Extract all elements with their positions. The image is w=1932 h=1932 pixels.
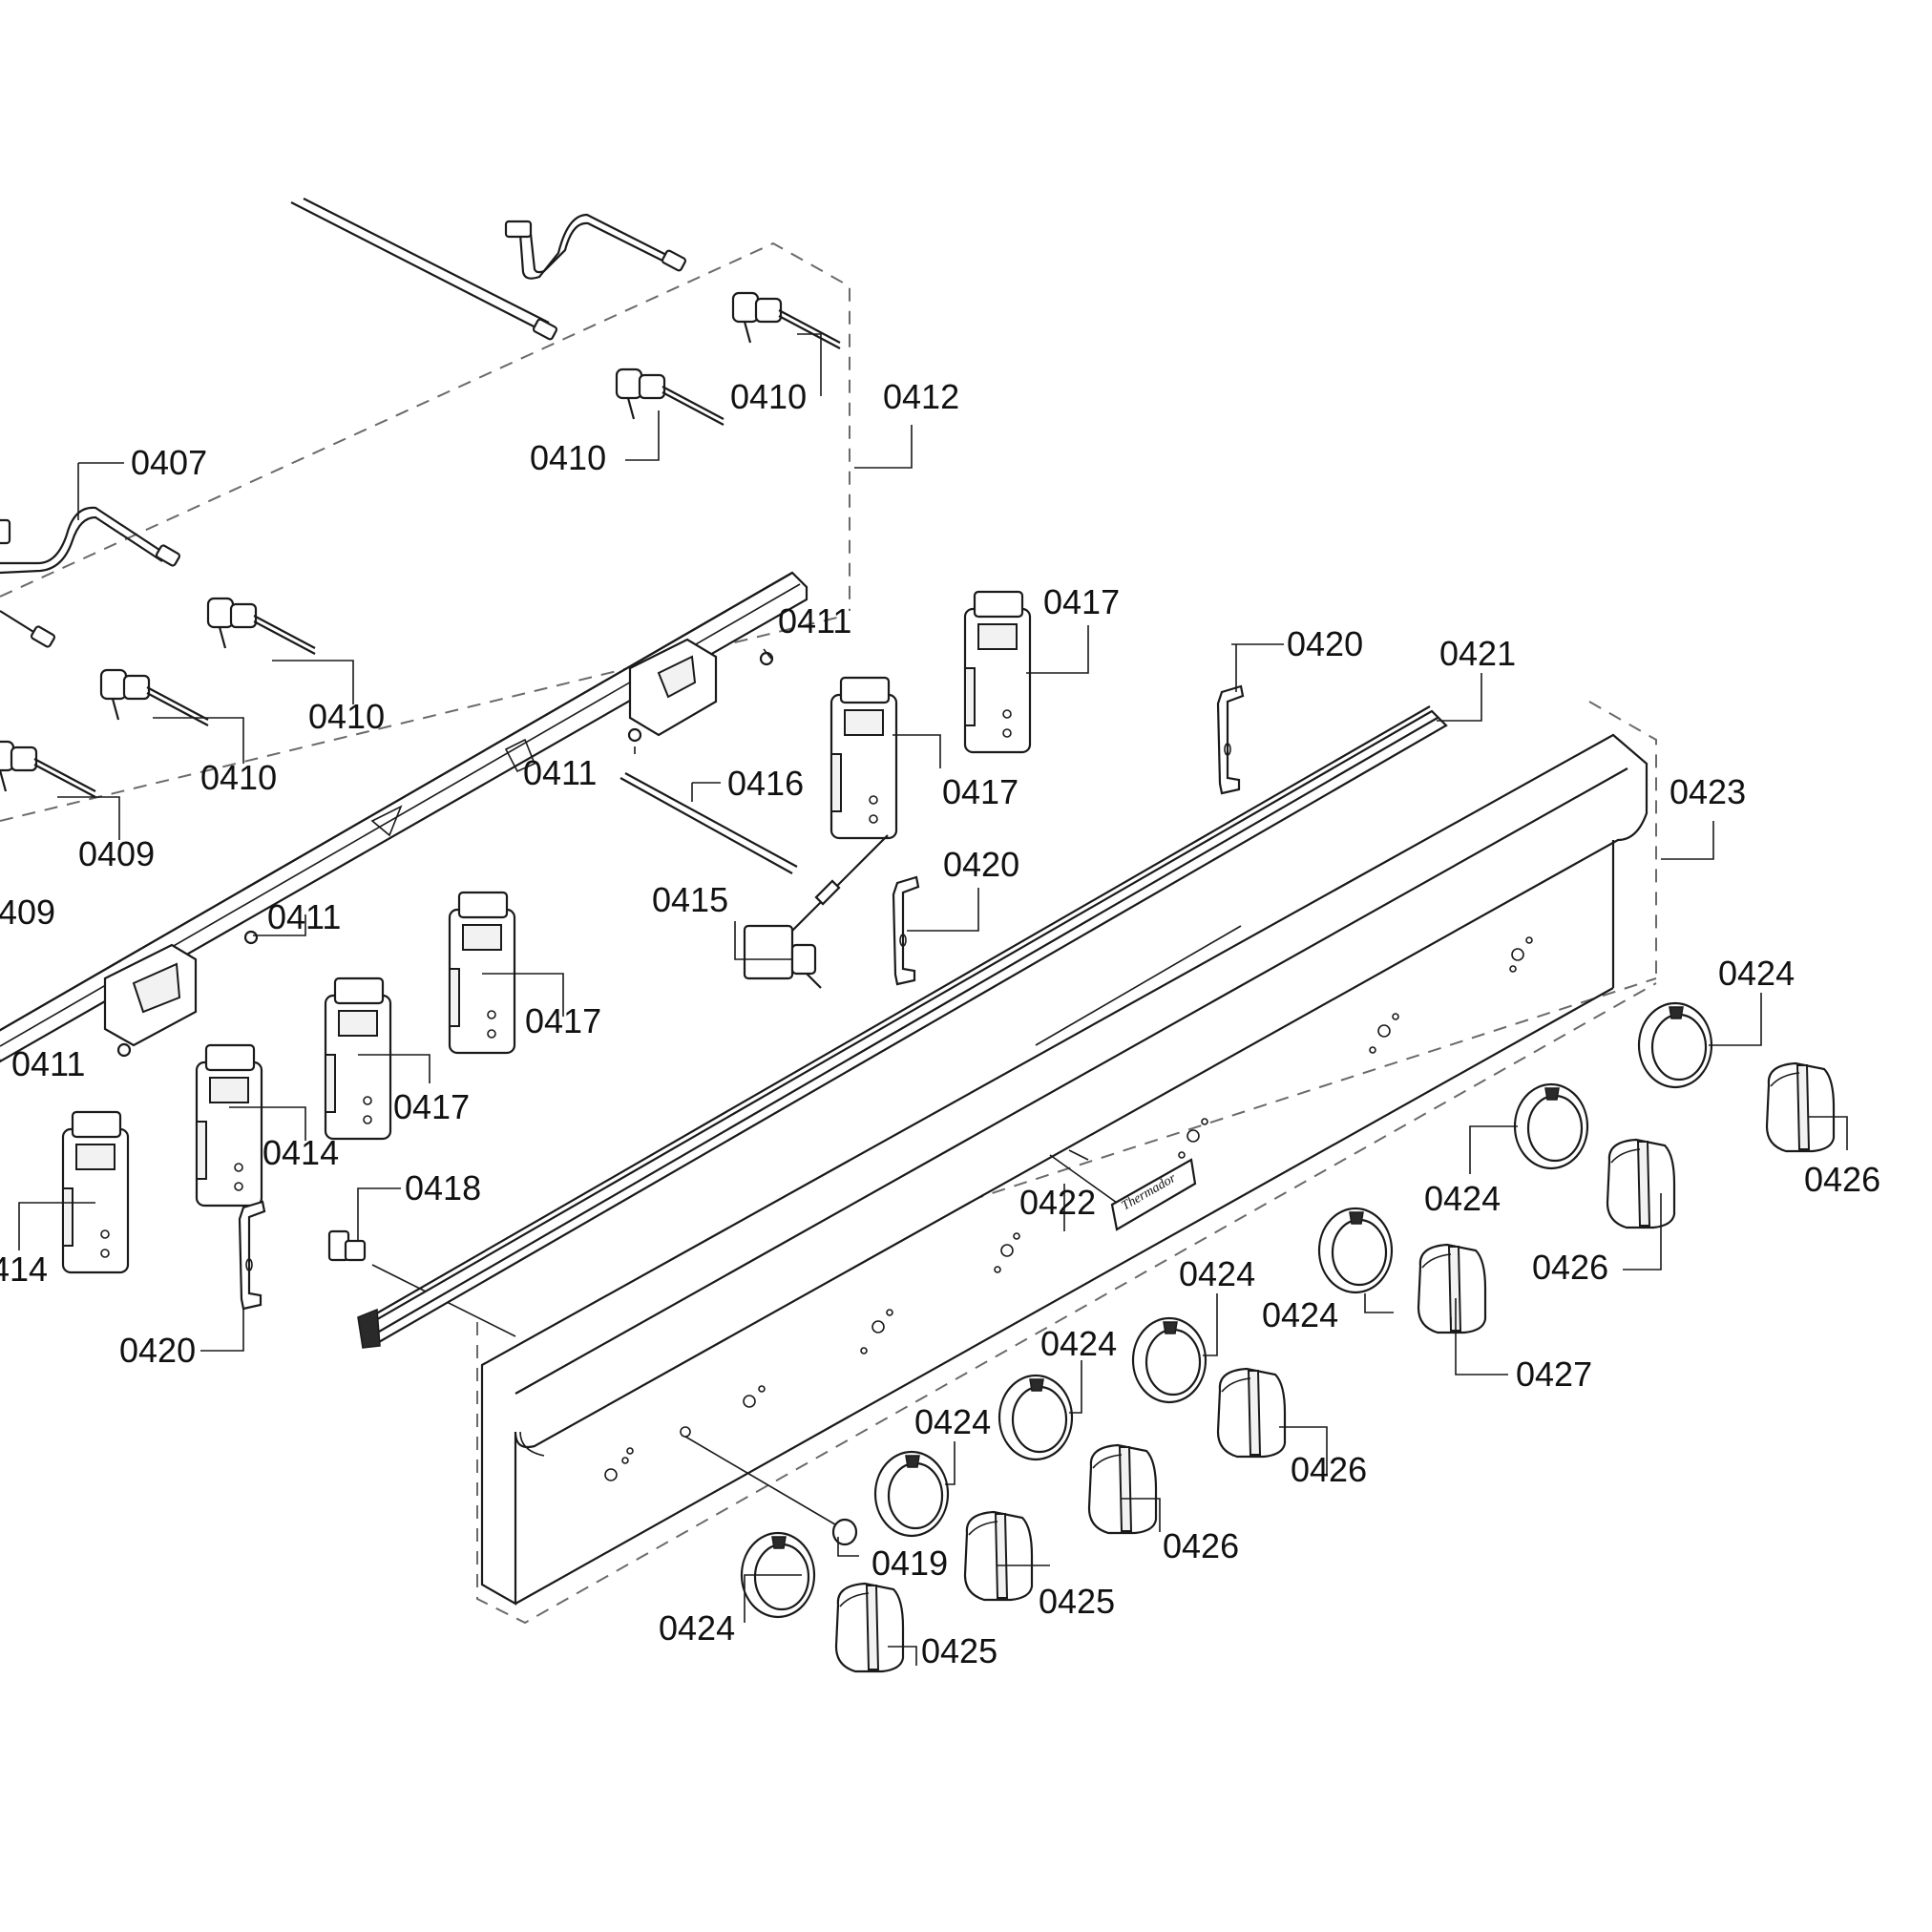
indicator-plug-icon — [684, 1436, 858, 1546]
ignition-wire-icon — [620, 772, 889, 941]
part-label-0416: 0416 — [727, 764, 804, 803]
part-label-0426: 0426 — [1532, 1248, 1608, 1287]
part-label-0424: 0424 — [659, 1608, 735, 1648]
part-label-0420: 0420 — [1287, 624, 1363, 663]
part-label-0419: 0419 — [872, 1544, 948, 1583]
part-label-0423: 0423 — [1670, 772, 1746, 811]
spark-module-icon — [448, 891, 516, 1055]
part-label-0410: 0410 — [200, 758, 277, 797]
part-label-0420: 0420 — [119, 1331, 196, 1370]
spark-module-icon — [324, 976, 392, 1141]
knob-bezel-icon — [1637, 1001, 1713, 1089]
burner-valve-icon — [0, 740, 97, 799]
part-label-0409: 0409 — [78, 834, 155, 873]
bracket-icon — [238, 1200, 266, 1311]
part-label-0410: 0410 — [530, 438, 606, 477]
burner-valve-icon — [206, 597, 317, 656]
spark-module-icon — [61, 1110, 130, 1274]
part-label-0414: 0414 — [262, 1133, 339, 1172]
manifold-rail-icon — [0, 571, 808, 1063]
burner-valve-icon — [731, 291, 842, 350]
part-label-0425: 0425 — [1039, 1582, 1115, 1621]
part-label-0411: 0411 — [778, 601, 851, 640]
gas-tube-icon — [504, 213, 687, 280]
gas-tube-icon — [290, 198, 558, 341]
control-knob-icon — [963, 1510, 1034, 1602]
control-knob-icon — [834, 1582, 905, 1673]
part-label-0425: 0425 — [921, 1631, 998, 1670]
part-label-0410: 0410 — [308, 697, 385, 736]
part-label-0411: 0411 — [267, 897, 341, 936]
control-panel-icon — [480, 733, 1648, 1606]
part-label-0424: 0424 — [1262, 1295, 1338, 1334]
bracket-icon — [1216, 684, 1245, 795]
switch-icon — [743, 924, 822, 989]
knob-bezel-icon — [873, 1450, 950, 1538]
part-label-0420: 0420 — [943, 845, 1019, 884]
trim-strip-icon — [357, 705, 1448, 1349]
control-knob-icon — [1765, 1061, 1836, 1153]
part-label-0417: 0417 — [525, 1001, 601, 1040]
part-label-0426: 0426 — [1804, 1160, 1880, 1199]
part-label-0424: 0424 — [1718, 954, 1795, 993]
knob-bezel-icon — [998, 1374, 1074, 1461]
part-label-0427: 0427 — [1516, 1354, 1592, 1394]
part-label-0410: 0410 — [730, 377, 807, 416]
part-label-0418: 0418 — [405, 1168, 481, 1208]
part-label-0424: 0424 — [1179, 1254, 1255, 1293]
part-label-0417: 0417 — [942, 772, 1018, 811]
part-label-0422: 0422 — [1019, 1183, 1096, 1222]
part-label-0426: 0426 — [1163, 1526, 1239, 1565]
toggle-switch-icon — [327, 1229, 516, 1337]
control-knob-icon — [1216, 1367, 1287, 1459]
part-label-0415: 0415 — [652, 880, 728, 919]
part-label-0417: 0417 — [393, 1087, 470, 1126]
part-label-0421: 0421 — [1439, 634, 1516, 673]
part-label-0411: 0411 — [11, 1044, 85, 1083]
burner-valve-icon — [615, 368, 725, 427]
spark-module-icon — [830, 676, 898, 840]
part-label-0409: 409 — [0, 892, 55, 932]
knob-bezel-icon — [1317, 1207, 1394, 1294]
part-label-0407: 0407 — [131, 443, 207, 482]
knob-bezel-icon — [1513, 1082, 1589, 1170]
part-label-0426: 0426 — [1291, 1450, 1367, 1489]
part-label-0424: 0424 — [1040, 1324, 1117, 1363]
gas-tube-icon — [0, 506, 181, 648]
spark-module-icon — [963, 590, 1032, 754]
part-label-0412: 0412 — [883, 377, 959, 416]
part-label-0414: 414 — [0, 1250, 48, 1289]
part-label-0424: 0424 — [1424, 1179, 1501, 1218]
leader-lines — [18, 333, 1848, 1666]
control-knob-icon — [1606, 1138, 1676, 1229]
control-knob-icon — [1417, 1243, 1487, 1334]
part-label-0417: 0417 — [1043, 582, 1120, 621]
control-knob-icon — [1087, 1443, 1158, 1535]
part-label-0424: 0424 — [914, 1402, 991, 1441]
spark-module-icon — [195, 1043, 263, 1208]
part-label-0411: 0411 — [523, 753, 597, 792]
knob-bezel-icon — [1131, 1316, 1208, 1404]
